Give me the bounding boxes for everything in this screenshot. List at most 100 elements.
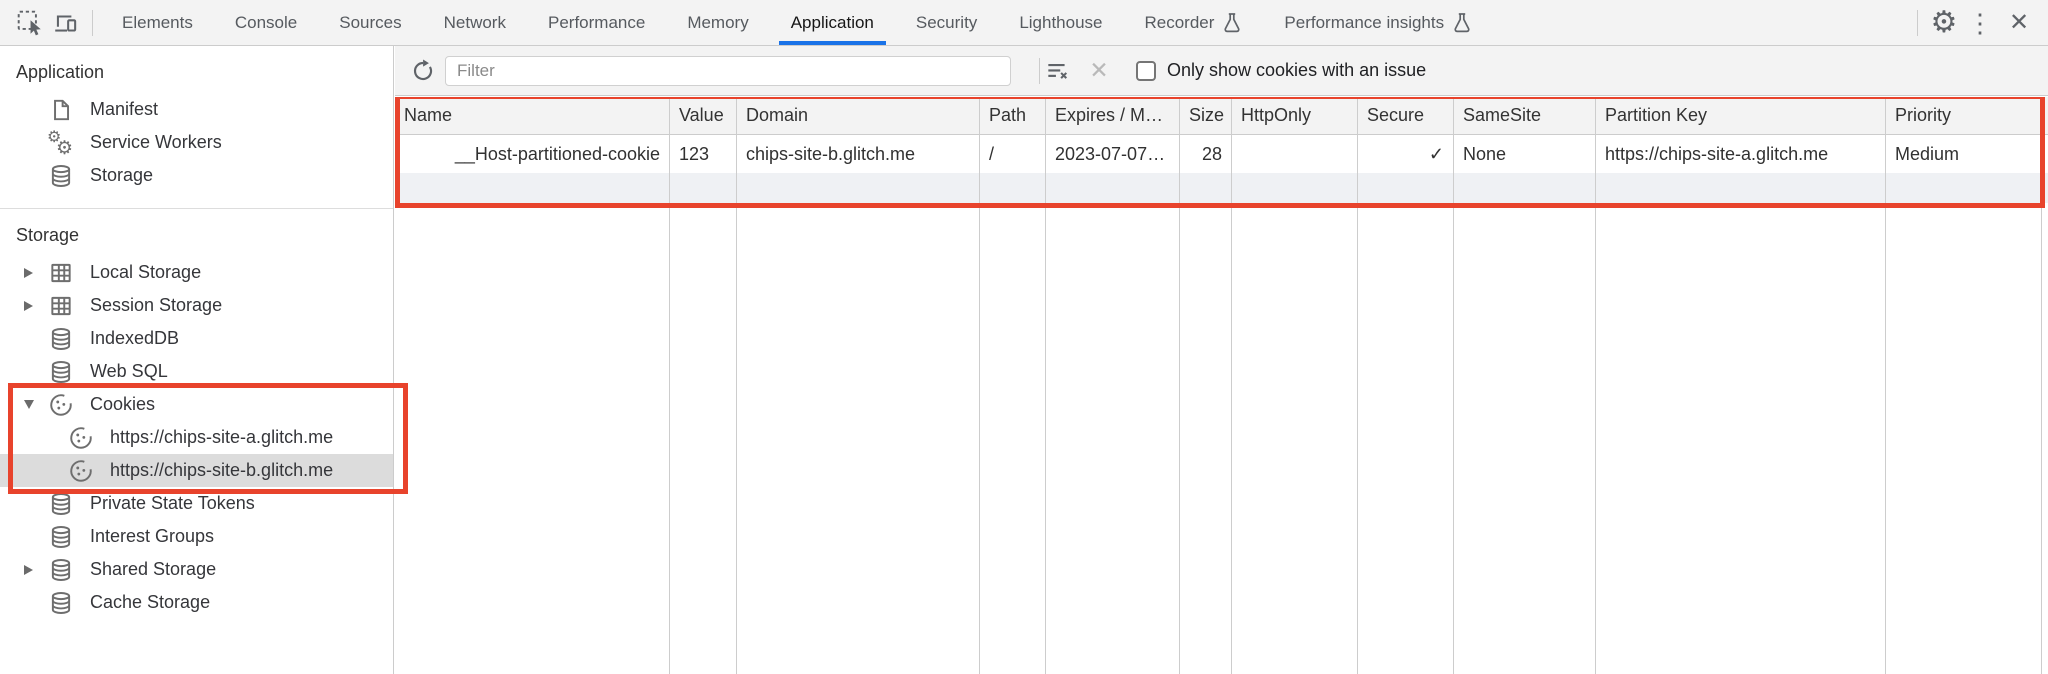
cell-httponly[interactable]	[1232, 135, 1357, 173]
sidebar-item-session-storage[interactable]: Session Storage	[0, 289, 393, 322]
tab-label: Elements	[122, 13, 193, 32]
toolbar-separator	[1039, 57, 1040, 84]
tab-performance-insights[interactable]: Performance insights	[1263, 0, 1493, 45]
sidebar-item-label: Interest Groups	[90, 526, 215, 546]
arrow-slot	[24, 267, 46, 278]
tab-elements[interactable]: Elements	[101, 0, 214, 45]
tab-performance[interactable]: Performance	[527, 0, 666, 45]
sidebar-item-label: https://chips-site-b.glitch.me	[110, 460, 334, 480]
tab-console[interactable]: Console	[214, 0, 318, 45]
cookies-toolbar: ✕ Only show cookies with an issue	[395, 46, 2048, 96]
column-header-value[interactable]: Value	[679, 105, 724, 125]
tabbar-right-separator	[1917, 9, 1918, 36]
inspect-element-icon[interactable]	[12, 5, 48, 41]
delete-icon[interactable]: ✕	[1089, 57, 1109, 83]
column-header-httponly[interactable]: HttpOnly	[1241, 105, 1312, 125]
device-toolbar-icon[interactable]	[48, 5, 84, 41]
sidebar-item-label: Service Workers	[90, 132, 222, 152]
tab-lighthouse[interactable]: Lighthouse	[998, 0, 1123, 45]
flask-icon	[1454, 12, 1470, 32]
cell-value[interactable]: 123	[679, 144, 710, 164]
sidebar-item-local-storage[interactable]: Local Storage	[0, 256, 393, 289]
cell-name[interactable]: __Host-partitioned-cookie	[454, 144, 660, 164]
sidebar-item-label: Session Storage	[90, 295, 223, 315]
column-header-expires[interactable]: Expires / M…	[1055, 105, 1164, 125]
sidebar-item-cookies[interactable]: Cookies	[0, 388, 393, 421]
only-issue-label: Only show cookies with an issue	[1167, 60, 1427, 80]
column-header-path[interactable]: Path	[989, 105, 1027, 125]
chevron-right-icon[interactable]	[24, 300, 33, 311]
tab-network[interactable]: Network	[423, 0, 527, 45]
tab-label: Lighthouse	[1019, 13, 1103, 32]
more-menu-icon[interactable]: ⋮	[1967, 7, 1993, 38]
column-header-domain[interactable]: Domain	[746, 105, 809, 125]
tab-application[interactable]: Application	[770, 0, 895, 45]
sidebar-item-label: Manifest	[90, 99, 159, 119]
sidebar-item-label: Web SQL	[90, 361, 168, 381]
refresh-icon[interactable]	[405, 54, 439, 88]
settings-gear-icon[interactable]: ⚙	[1930, 5, 1958, 39]
sidebar-item-shared-storage[interactable]: Shared Storage	[0, 553, 393, 586]
column-header-secure[interactable]: Secure	[1367, 105, 1425, 125]
gears-icon: ⚙⚙	[47, 128, 74, 159]
chevron-down-icon[interactable]	[24, 400, 34, 409]
sidebar-item-storage[interactable]: Storage	[0, 159, 393, 192]
sidebar-item-service-workers[interactable]: ⚙⚙ Service Workers	[0, 126, 393, 159]
column-header-priority[interactable]: Priority	[1895, 105, 1952, 125]
tab-security[interactable]: Security	[895, 0, 998, 45]
sidebar-item-interest-groups[interactable]: Interest Groups	[0, 520, 393, 553]
chevron-right-icon[interactable]	[24, 267, 33, 278]
cell-priority[interactable]: Medium	[1895, 144, 1960, 164]
sidebar-item-manifest[interactable]: Manifest	[0, 93, 393, 126]
column-partition_key: Partition Key https://chips-site-a.glitch…	[1596, 97, 1886, 674]
sidebar-item-web-sql[interactable]: Web SQL	[0, 355, 393, 388]
cell-samesite[interactable]: None	[1463, 144, 1507, 164]
cell-expires[interactable]: 2023-07-07…	[1055, 144, 1166, 164]
column-header-partition_key[interactable]: Partition Key	[1605, 105, 1708, 125]
column-path: Path /	[980, 97, 1046, 674]
column-header-samesite[interactable]: SameSite	[1463, 105, 1542, 125]
arrow-slot	[24, 400, 46, 409]
tab-label: Performance	[547, 13, 646, 32]
table-icon	[46, 258, 76, 288]
cell-partition_key[interactable]: https://chips-site-a.glitch.me	[1605, 144, 1829, 164]
cell-secure[interactable]: ✓	[1428, 144, 1444, 164]
only-issue-checkbox[interactable]	[1136, 60, 1156, 81]
devtools-tabbar: Elements Console Sources Network Performance…	[0, 0, 2048, 46]
close-icon[interactable]: ✕	[2008, 8, 2030, 36]
cell-size[interactable]: 28	[1201, 144, 1222, 164]
sidebar-item-https-chips-site-a-glitch-me[interactable]: https://chips-site-a.glitch.me	[0, 421, 393, 454]
database-icon	[46, 161, 76, 191]
tab-recorder[interactable]: Recorder	[1124, 0, 1264, 45]
column-value: Value 123	[670, 97, 737, 674]
tab-label: Sources	[339, 13, 402, 32]
sidebar-item-label: Shared Storage	[90, 559, 217, 579]
database-icon	[46, 588, 76, 618]
column-header-name[interactable]: Name	[404, 105, 453, 125]
sidebar-item-https-chips-site-b-glitch-me[interactable]: https://chips-site-b.glitch.me	[0, 454, 393, 487]
cell-domain[interactable]: chips-site-b.glitch.me	[746, 144, 916, 164]
column-header-size[interactable]: Size	[1189, 105, 1225, 125]
column-httponly: HttpOnly	[1232, 97, 1358, 674]
database-icon	[46, 489, 76, 519]
cookie-grid: Name__Host-partitioned-cookie Value 123 Dom…	[395, 97, 2048, 674]
sidebar-item-indexeddb[interactable]: IndexedDB	[0, 322, 393, 355]
section-title-application: Application	[16, 62, 105, 82]
sidebar-item-label: Cache Storage	[90, 592, 211, 612]
section-divider	[0, 208, 393, 209]
chevron-right-icon[interactable]	[24, 564, 33, 575]
arrow-slot	[24, 564, 46, 575]
tabbar-right-controls: ⚙ ⋮ ✕	[1909, 5, 2048, 41]
filter-input[interactable]	[445, 55, 1011, 86]
column-name: Name__Host-partitioned-cookie	[395, 97, 670, 674]
tab-sources[interactable]: Sources	[318, 0, 422, 45]
cell-path[interactable]: /	[989, 144, 995, 164]
sidebar-item-private-state-tokens[interactable]: Private State Tokens	[0, 487, 393, 520]
tab-memory[interactable]: Memory	[666, 0, 769, 45]
tab-label: Memory	[687, 13, 749, 32]
clear-filter-icon[interactable]	[1040, 54, 1074, 88]
sidebar-item-cache-storage[interactable]: Cache Storage	[0, 586, 393, 619]
